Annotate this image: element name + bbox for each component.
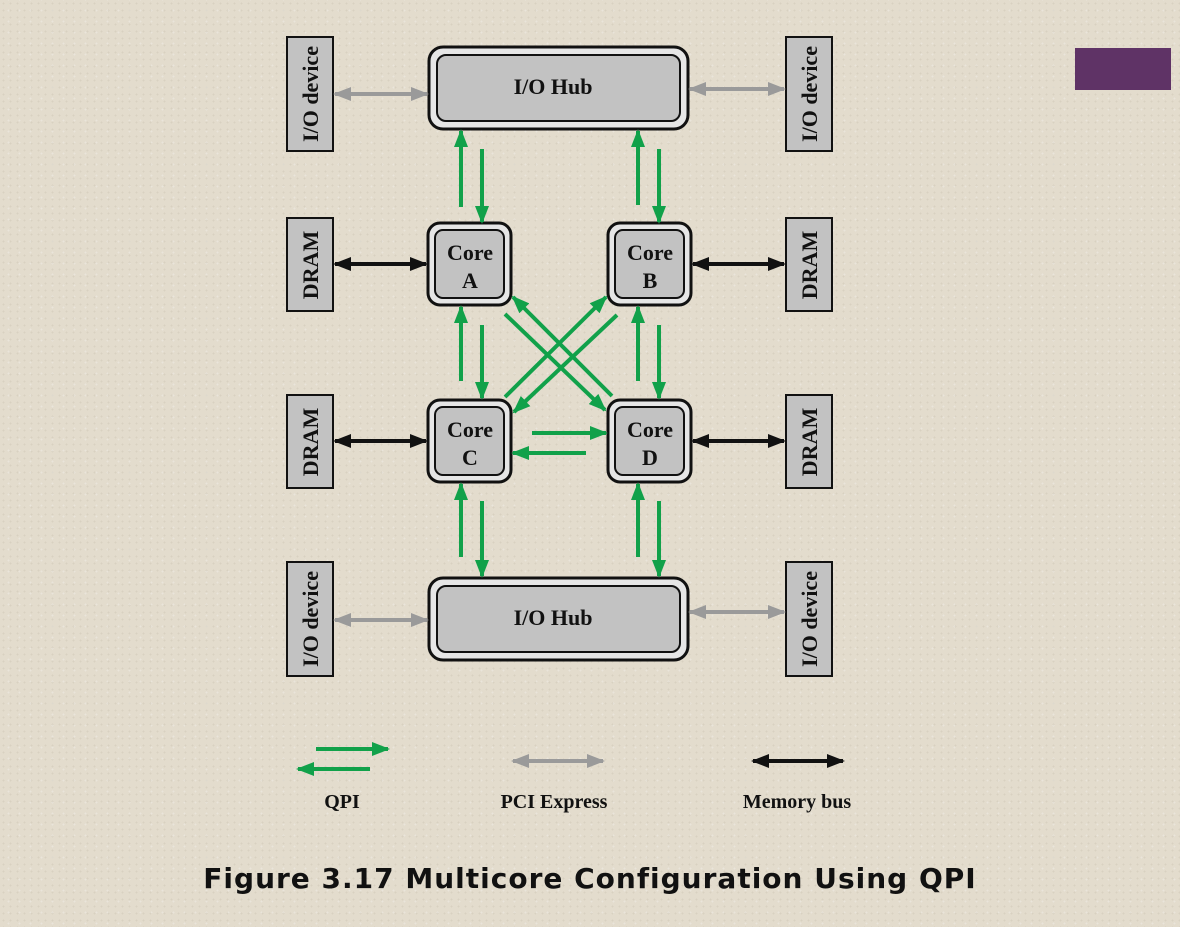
dram-lower-left-label: DRAM bbox=[298, 408, 323, 477]
core-a: Core A bbox=[426, 221, 513, 307]
core-c: Core C bbox=[426, 398, 513, 484]
core-d-label-line2: D bbox=[642, 445, 658, 470]
io-device-top-right: I/O device bbox=[785, 36, 833, 152]
core-c-label-line2: C bbox=[462, 445, 478, 470]
io-device-bottom-right-label: I/O device bbox=[797, 571, 822, 667]
io-device-top-left: I/O device bbox=[286, 36, 334, 152]
dram-upper-left: DRAM bbox=[286, 217, 334, 312]
io-hub-top-label: I/O Hub bbox=[514, 74, 593, 99]
dram-lower-right: DRAM bbox=[785, 394, 833, 489]
qpi-b-to-c bbox=[512, 313, 619, 414]
legend-memory-label: Memory bus bbox=[743, 791, 852, 813]
io-device-bottom-left: I/O device bbox=[286, 561, 334, 677]
core-b-label-line1: Core bbox=[627, 240, 673, 265]
dram-upper-left-label: DRAM bbox=[298, 231, 323, 300]
io-device-top-left-label: I/O device bbox=[298, 46, 323, 142]
dram-lower-left: DRAM bbox=[286, 394, 334, 489]
core-d: Core D bbox=[606, 398, 693, 484]
io-device-bottom-left-label: I/O device bbox=[298, 571, 323, 667]
core-a-label-line1: Core bbox=[447, 240, 493, 265]
qpi-c-to-b bbox=[503, 295, 608, 399]
io-device-top-right-label: I/O device bbox=[797, 46, 822, 142]
dram-lower-right-label: DRAM bbox=[797, 408, 822, 477]
legend-pci-label: PCI Express bbox=[501, 791, 608, 813]
core-b: Core B bbox=[606, 221, 693, 307]
dram-upper-right-label: DRAM bbox=[797, 231, 822, 300]
core-c-label-line1: Core bbox=[447, 417, 493, 442]
qpi-d-to-a bbox=[511, 295, 614, 398]
core-b-label-line2: B bbox=[643, 268, 658, 293]
core-a-label-line2: A bbox=[462, 268, 478, 293]
io-device-bottom-right: I/O device bbox=[785, 561, 833, 677]
legend: QPI PCI Express Memory bus bbox=[296, 742, 852, 813]
core-d-label-line1: Core bbox=[627, 417, 673, 442]
io-hub-bottom: I/O Hub bbox=[427, 576, 690, 662]
legend-qpi-label: QPI bbox=[324, 791, 360, 813]
io-hub-top: I/O Hub bbox=[427, 45, 690, 131]
legend-qpi-icon bbox=[296, 742, 390, 776]
qpi-a-to-d bbox=[503, 312, 607, 412]
accent-bar bbox=[1075, 48, 1171, 90]
figure-caption: Figure 3.17 Multicore Configuration Usin… bbox=[203, 862, 977, 895]
dram-upper-right: DRAM bbox=[785, 217, 833, 312]
io-hub-bottom-label: I/O Hub bbox=[514, 605, 593, 630]
